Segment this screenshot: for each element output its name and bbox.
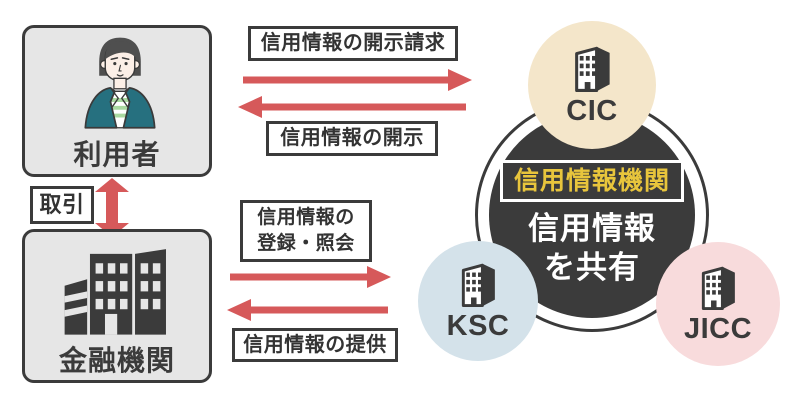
transaction-label: 取引 — [39, 192, 85, 218]
bank-building-icon — [64, 249, 166, 335]
disclosure-response-label: 信用情報の開示 — [280, 127, 424, 149]
register-inquiry-label-line1: 信用情報の — [257, 207, 355, 229]
transaction-label-box: 取引 — [30, 186, 94, 224]
register-inquiry-label-box: 信用情報の 登録・照会 — [240, 200, 372, 262]
provide-info-label: 信用情報の提供 — [243, 333, 387, 356]
register-inquiry-arrow-right-icon — [230, 266, 391, 288]
agency-circle-jicc: JICC — [656, 242, 780, 366]
cic-building-icon — [575, 46, 610, 92]
disclosure-request-arrow-right-icon — [243, 69, 472, 91]
agency-circle-ksc: KSC — [418, 241, 538, 361]
user-box: 利用者 — [22, 25, 212, 177]
agency-name-cic: CIC — [566, 95, 618, 127]
jicc-building-icon — [701, 266, 735, 310]
provide-info-label-box: 信用情報の提供 — [232, 328, 398, 362]
bank-label: 金融機関 — [58, 345, 175, 376]
share-credit-info-caption: 信用情報 を共有 — [528, 209, 656, 287]
ksc-building-icon — [461, 263, 495, 307]
disclosure-request-label: 信用情報の開示請求 — [260, 32, 446, 54]
share-caption-line2: を共有 — [544, 250, 640, 285]
bank-box: 金融機関 — [22, 229, 212, 383]
credit-bureau-badge: 信用情報機関 — [499, 160, 684, 202]
agency-circle-cic: CIC — [528, 21, 656, 149]
disclosure-request-label-box: 信用情報の開示請求 — [248, 26, 458, 61]
provide-info-arrow-left-icon — [227, 299, 388, 321]
disclosure-response-arrow-left-icon — [238, 96, 466, 118]
register-inquiry-label-line2: 登録・照会 — [257, 233, 355, 254]
agency-name-ksc: KSC — [446, 310, 510, 342]
disclosure-response-label-box: 信用情報の開示 — [266, 121, 438, 156]
share-caption-line1: 信用情報 — [528, 211, 656, 246]
person-icon — [84, 37, 156, 129]
agency-name-jicc: JICC — [683, 313, 753, 345]
transaction-double-arrow-icon — [95, 178, 129, 237]
user-label: 利用者 — [73, 139, 161, 170]
